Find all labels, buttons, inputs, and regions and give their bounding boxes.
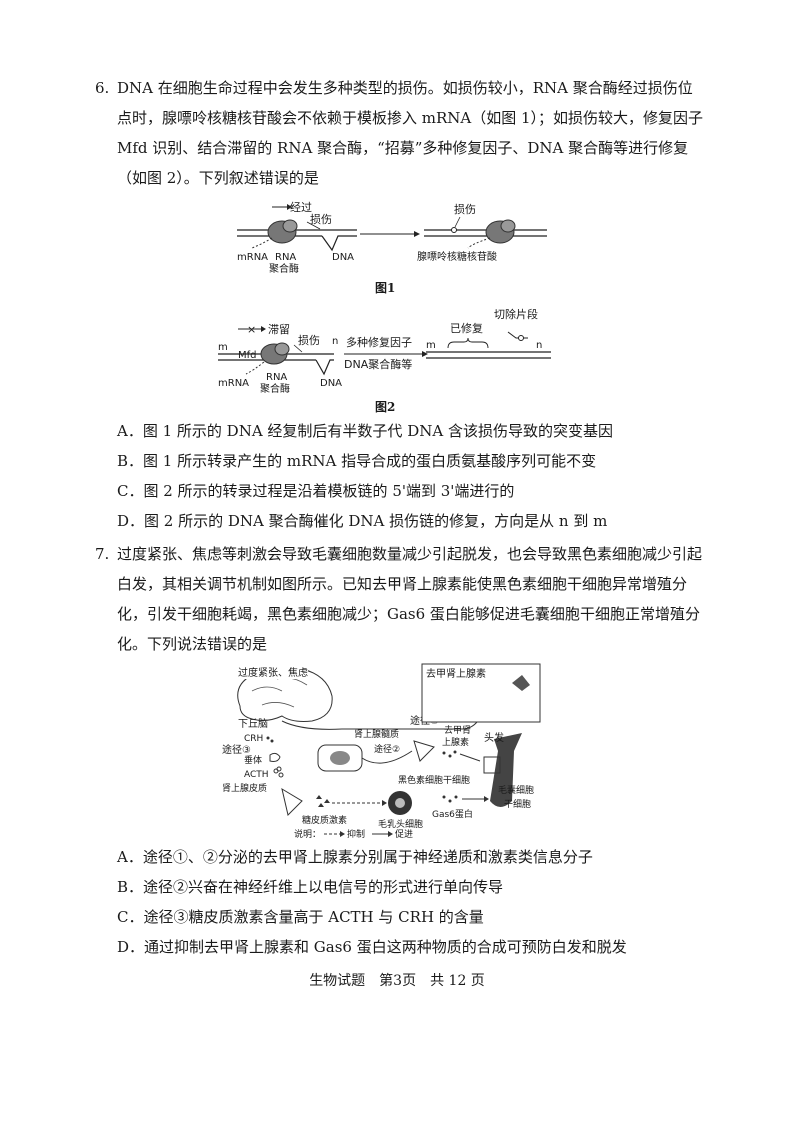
- figure-1-diagram: 经过 损伤 mRNA RNA 聚合酶 DNA 损伤 腺嘌呤核糖核苷酸: [237, 201, 547, 275]
- figure-2: m Mfd × 滞留 损伤 n mRNA RNA 聚合酶 DNA 多种修复因子 …: [216, 302, 556, 394]
- figure-q7: 过度紧张、焦虑 途径① 去甲肾上腺素 头发 下丘脑 CRH 途径③ 垂体 ACT…: [222, 661, 552, 841]
- legend-note: 说明：: [294, 828, 321, 840]
- label-hypothalamus: 下丘脑: [238, 717, 268, 730]
- label-repaired: 已修复: [450, 321, 483, 335]
- label-dna: DNA: [332, 252, 354, 263]
- label-pass: 经过: [290, 201, 312, 214]
- svg-text:×: ×: [247, 323, 256, 336]
- label-crh: CRH: [244, 734, 263, 744]
- label-adenine: 腺嘌呤核糖核苷酸: [417, 250, 497, 263]
- option-b[interactable]: B．图 1 所示转录产生的 mRNA 指导合成的蛋白质氨基酸序列可能不变: [117, 452, 597, 470]
- question-7: 7. 过度紧张、焦虑等刺激会导致毛囊细胞数量减少引起脱发，也会导致黑色素细胞减少…: [95, 539, 705, 659]
- question-stem: 过度紧张、焦虑等刺激会导致毛囊细胞数量减少引起脱发，也会导致黑色素细胞减少引起白…: [117, 545, 703, 653]
- label-acth: ACTH: [244, 770, 269, 780]
- label-route-3: 途径③: [222, 743, 251, 756]
- question-number: 6.: [95, 79, 110, 97]
- option-d[interactable]: D．通过抑制去甲肾上腺素和 Gas6 蛋白这两种物质的合成可预防白发和脱发: [117, 938, 627, 956]
- label-norepinephrine-top: 去甲肾上腺素: [426, 667, 486, 680]
- regulation-diagram: 过度紧张、焦虑 途径① 去甲肾上腺素 头发 下丘脑 CRH 途径③ 垂体 ACT…: [222, 663, 541, 840]
- label-dna-polymerase: DNA聚合酶等: [344, 357, 412, 371]
- option-d[interactable]: D．图 2 所示的 DNA 聚合酶催化 DNA 损伤链的修复，方向是从 n 到 …: [117, 512, 608, 530]
- option-c[interactable]: C．途径③糖皮质激素含量高于 ACTH 与 CRH 的含量: [117, 908, 484, 926]
- label-papilla: 毛乳头细胞: [378, 818, 423, 830]
- label-rna: RNA: [266, 372, 287, 383]
- figure-2-caption: 图2: [375, 400, 396, 414]
- label-norepi-1: 去甲肾: [444, 724, 471, 736]
- label-damage: 损伤: [298, 333, 320, 347]
- label-n: n: [332, 336, 338, 347]
- figure-1-caption: 图1: [375, 281, 396, 295]
- label-adrenal-cortex: 肾上腺皮质: [222, 782, 267, 794]
- figure-2-diagram: m Mfd × 滞留 损伤 n mRNA RNA 聚合酶 DNA 多种修复因子 …: [218, 307, 551, 394]
- label-gas6: Gas6蛋白: [432, 808, 473, 820]
- label-mrna: mRNA: [237, 252, 268, 263]
- label-norepi-2: 上腺素: [442, 736, 469, 748]
- label-follicle-2: 干细胞: [504, 798, 531, 810]
- label-stall: 滞留: [268, 323, 290, 336]
- label-pituitary: 垂体: [244, 754, 262, 766]
- label-polymerase: 聚合酶: [269, 262, 299, 275]
- option-a[interactable]: A．途径①、②分泌的去甲肾上腺素分别属于神经递质和激素类信息分子: [117, 848, 593, 866]
- page-footer: 生物试题 第3页 共 12 页: [309, 973, 485, 989]
- label-m-2: m: [426, 340, 436, 351]
- legend-promote: 促进: [395, 828, 413, 840]
- label-melanocyte-stem: 黑色素细胞干细胞: [398, 774, 470, 786]
- question-6: 6. DNA 在细胞生命过程中会发生多种类型的损伤。如损伤较小，RNA 聚合酶经…: [95, 73, 705, 193]
- option-a[interactable]: A．图 1 所示的 DNA 经复制后有半数子代 DNA 含该损伤导致的突变基因: [117, 422, 613, 440]
- label-mrna: mRNA: [218, 378, 249, 389]
- label-polymerase: 聚合酶: [260, 382, 290, 394]
- label-follicle-1: 毛囊细胞: [498, 784, 534, 796]
- legend-inhibit: 抑制: [347, 828, 365, 840]
- question-stem: DNA 在细胞生命过程中会发生多种类型的损伤。如损伤较小，RNA 聚合酶经过损伤…: [117, 79, 704, 187]
- label-n-2: n: [536, 340, 542, 351]
- label-dna: DNA: [320, 378, 342, 389]
- label-factors: 多种修复因子: [346, 335, 412, 349]
- label-damage-2: 损伤: [454, 202, 476, 216]
- label-excised: 切除片段: [494, 307, 538, 321]
- option-b[interactable]: B．途径②兴奋在神经纤维上以电信号的形式进行单向传导: [117, 878, 504, 896]
- label-route-2: 途径②: [374, 743, 400, 755]
- option-c[interactable]: C．图 2 所示的转录过程是沿着模板链的 5'端到 3'端进行的: [117, 482, 515, 500]
- question-number: 7.: [95, 545, 110, 563]
- label-hair: 头发: [484, 731, 504, 744]
- label-m: m: [218, 342, 228, 353]
- label-rna: RNA: [275, 252, 296, 263]
- label-damage: 损伤: [310, 212, 332, 226]
- label-mfd: Mfd: [238, 350, 257, 361]
- figure-1: 经过 损伤 mRNA RNA 聚合酶 DNA 损伤 腺嘌呤核糖核苷酸: [232, 198, 552, 276]
- label-stress: 过度紧张、焦虑: [238, 666, 308, 679]
- label-adrenal-medulla: 肾上腺髓质: [354, 728, 399, 740]
- label-glucocorticoid: 糖皮质激素: [302, 814, 347, 826]
